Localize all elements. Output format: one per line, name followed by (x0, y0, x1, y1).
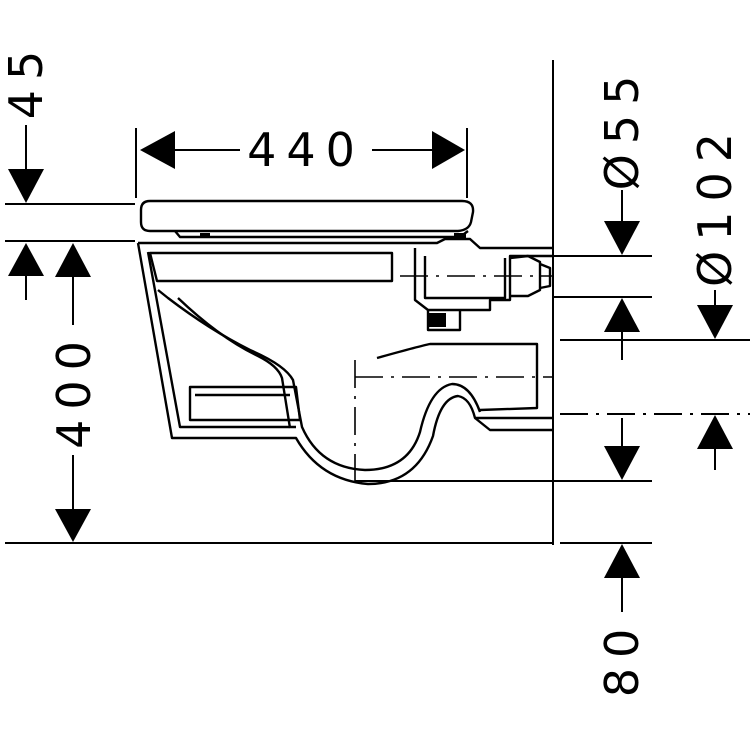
dim-400-label: 400 (47, 331, 101, 449)
inlet-housing (413, 248, 553, 312)
dim-d102-label: Ø102 (688, 123, 742, 287)
dim-45-arrow-down (8, 169, 44, 203)
toilet-body (136, 199, 553, 486)
dimension-labels: 440 45 400 Ø55 Ø102 80 (0, 41, 742, 698)
outlet-passage (177, 297, 539, 429)
dim-d102-arrow-up (697, 415, 733, 449)
seat-lid (139, 199, 475, 233)
bowl-outer (136, 237, 553, 486)
fixing-bolt (428, 313, 446, 327)
centre-lines (354, 275, 553, 482)
rim-channel (148, 251, 394, 283)
dimension-lines (8, 125, 733, 612)
dim-d55-arrow-up (604, 298, 640, 332)
seat-buffer-right (454, 233, 466, 239)
dim-400-arrow-up (55, 243, 91, 277)
fixing-details (200, 233, 466, 327)
dim-d55-label: Ø55 (595, 66, 649, 191)
dim-440-arrow-right (432, 131, 465, 169)
dim-45-arrow-up (8, 243, 44, 276)
inlet-collar (509, 254, 542, 298)
inlet-spigot (539, 262, 552, 290)
reference-lines (5, 60, 750, 545)
dim-80-arrow-down (604, 446, 640, 480)
dim-80-arrow-up (604, 544, 640, 578)
seat-buffer-left (200, 233, 210, 237)
dim-440-label: 440 (247, 123, 365, 177)
dim-440-arrow-left (140, 131, 175, 169)
trap-chamber (188, 385, 302, 422)
outlet-lower-lip (474, 417, 553, 432)
dim-d55-arrow-down (604, 221, 640, 255)
dim-45-label: 45 (0, 41, 53, 120)
bowl-inner (146, 251, 482, 472)
dim-80-label: 80 (595, 619, 649, 698)
dim-d102-arrow-down (697, 305, 733, 339)
dim-400-arrow-down (55, 509, 91, 542)
